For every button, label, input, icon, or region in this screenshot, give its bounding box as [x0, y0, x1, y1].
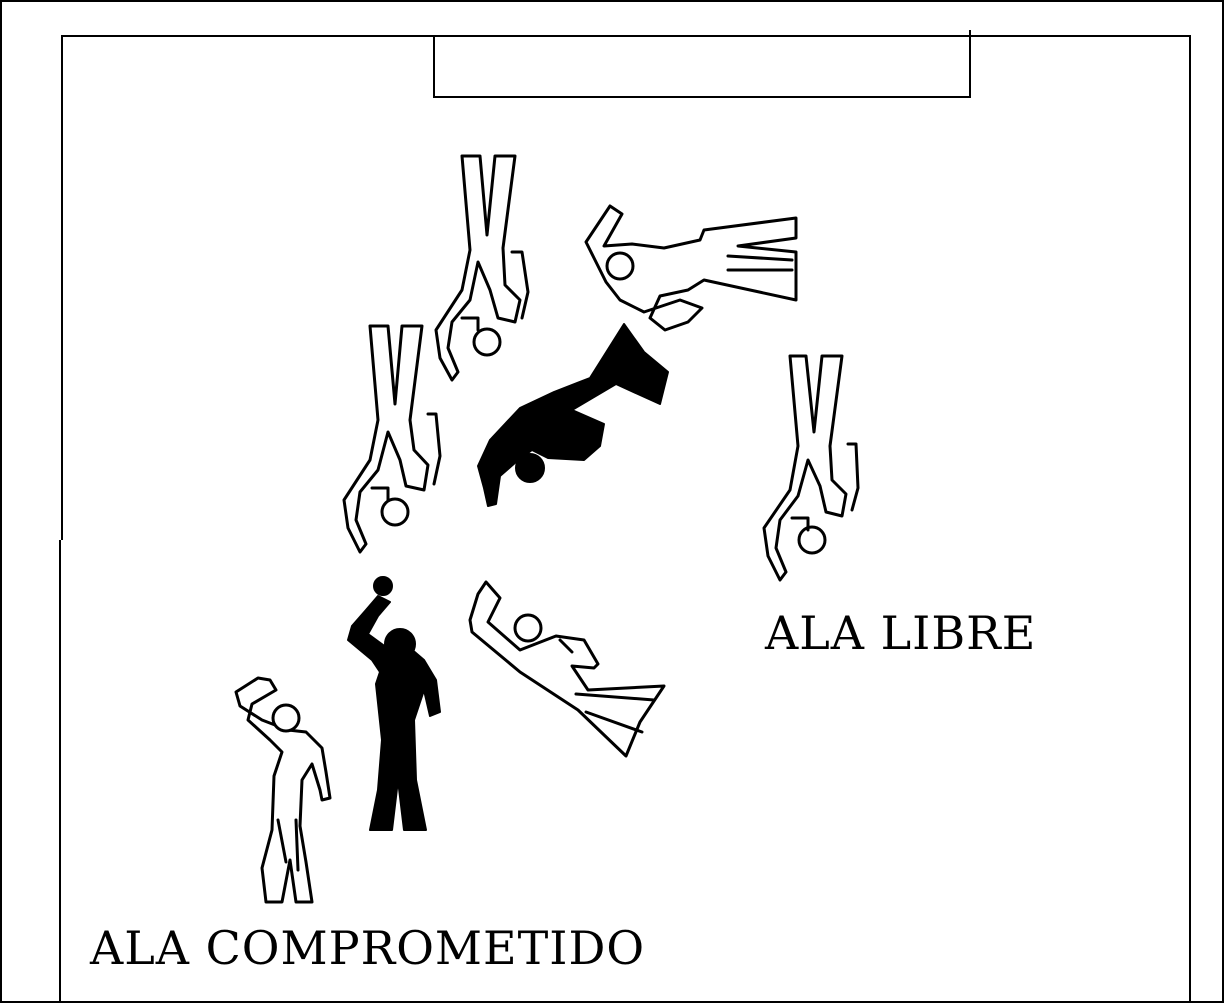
player-outline-right: [762, 354, 860, 582]
player-outline-top-left: [434, 154, 530, 382]
player-outline-top-right: [584, 204, 798, 332]
player-outline-mid-left: [342, 324, 442, 554]
player-outline-diving: [468, 580, 666, 758]
goal-area: [433, 30, 971, 98]
committed-wing-label: ALA COMPROMETIDO: [90, 921, 646, 975]
court-outline: [61, 35, 1191, 1003]
player-solid-diving: [477, 323, 669, 507]
ball: [373, 576, 393, 596]
free-wing-label: ALA LIBRE: [765, 606, 1037, 660]
player-solid-with-ball: [347, 576, 441, 831]
court-lines: [59, 30, 1191, 1003]
player-outline-standing: [234, 676, 332, 904]
